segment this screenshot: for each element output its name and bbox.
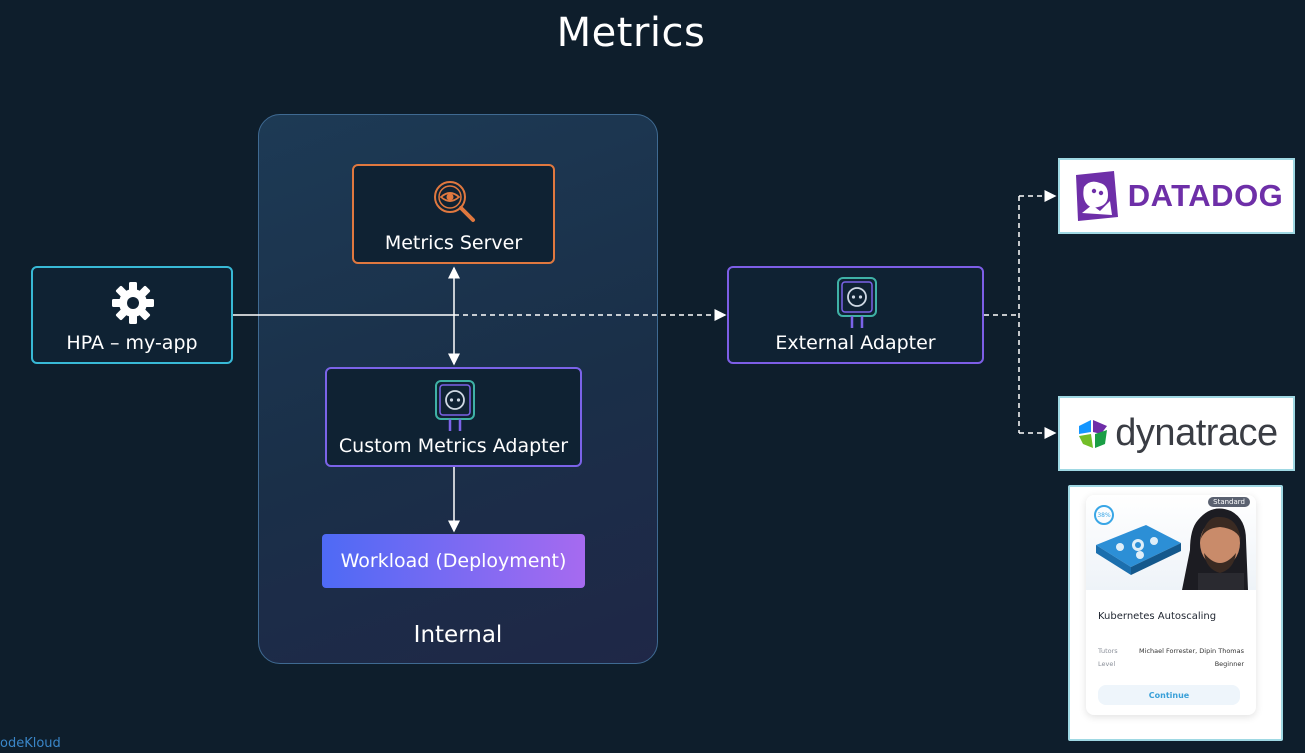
course-tutors: Tutors Michael Forrester, Dipin Thomas: [1098, 647, 1244, 655]
metrics-server-node: Metrics Server: [352, 164, 555, 264]
custom-metrics-adapter-label: Custom Metrics Adapter: [338, 435, 569, 457]
course-progress: 38%: [1094, 505, 1114, 525]
tutors-label: Tutors: [1098, 647, 1118, 655]
level-value: Beginner: [1214, 660, 1244, 668]
continue-button[interactable]: Continue: [1098, 685, 1240, 705]
adapter-plug-icon: [435, 380, 475, 431]
dynatrace-card: dynatrace: [1058, 396, 1295, 471]
custom-metrics-adapter-node: Custom Metrics Adapter: [325, 367, 582, 467]
magnifier-eye-icon: [434, 181, 475, 222]
metrics-server-label: Metrics Server: [384, 232, 523, 254]
datadog-dog-icon: [1075, 171, 1118, 221]
tutors-value: Michael Forrester, Dipin Thomas: [1139, 647, 1244, 655]
workload-node: Workload (Deployment): [322, 534, 585, 588]
kubernetes-cluster-illustration: [1096, 508, 1248, 590]
gear-icon: [112, 282, 154, 324]
course-thumbnail: Standard 38%: [1086, 495, 1256, 590]
adapter-plug-icon: [837, 277, 877, 328]
dynatrace-icon: [1079, 419, 1108, 448]
course-badge: Standard: [1208, 497, 1250, 507]
external-adapter-node: External Adapter: [727, 266, 984, 364]
internal-label: Internal: [413, 622, 503, 648]
course-card[interactable]: Standard 38% Kubernetes Autoscaling Tuto…: [1068, 485, 1283, 741]
workload-label: Workload (Deployment): [340, 550, 567, 572]
datadog-label: DATADOG: [1127, 178, 1284, 213]
external-adapter-label: External Adapter: [775, 332, 936, 354]
dynatrace-label: dynatrace: [1115, 412, 1278, 454]
datadog-card: DATADOG: [1058, 158, 1295, 234]
level-label: Level: [1098, 660, 1116, 668]
brand-watermark: odeKloud: [0, 736, 61, 751]
course-title: Kubernetes Autoscaling: [1098, 611, 1217, 622]
hpa-label: HPA – my-app: [66, 332, 198, 354]
course-card-inner: Standard 38% Kubernetes Autoscaling Tuto…: [1086, 495, 1256, 715]
course-level: Level Beginner: [1098, 660, 1244, 668]
page-title: Metrics: [556, 10, 706, 56]
hpa-node: HPA – my-app: [31, 266, 233, 364]
